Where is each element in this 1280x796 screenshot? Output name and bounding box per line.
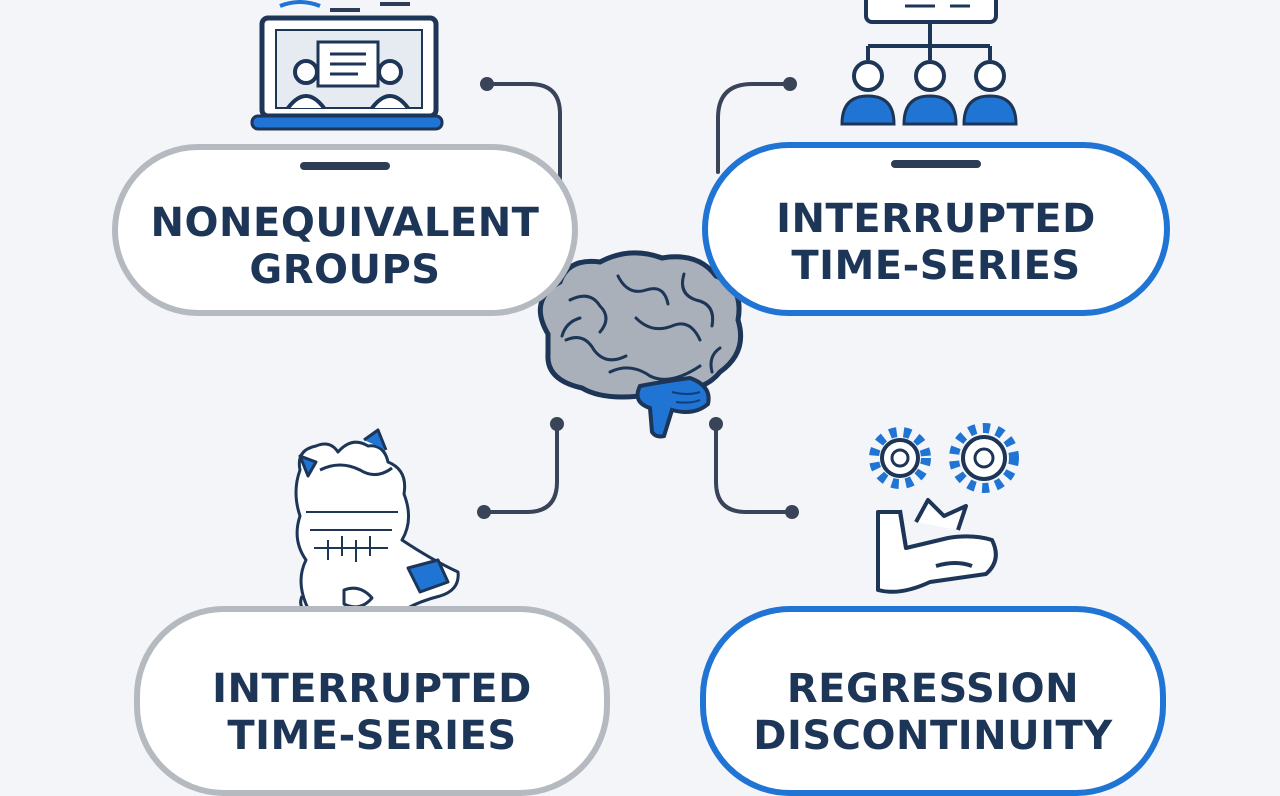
method-card-nonequivalent-groups: NONEQUIVALENT GROUPS — [112, 144, 578, 316]
diagram-canvas — [250, 0, 1019, 637]
method-card-interrupted-time-series: INTERRUPTED TIME-SERIES — [702, 142, 1170, 316]
method-card-interrupted-time-series-2: INTERRUPTED TIME-SERIES — [134, 606, 610, 796]
card-label-line2: GROUPS — [249, 247, 441, 294]
card-label: REGRESSION DISCONTINUITY — [706, 666, 1160, 760]
card-label: NONEQUIVALENT GROUPS — [118, 200, 572, 294]
connector-bottom-left — [482, 422, 559, 514]
method-card-regression-discontinuity: REGRESSION DISCONTINUITY — [700, 606, 1166, 796]
card-label-line1: INTERRUPTED — [776, 196, 1096, 242]
card-label: INTERRUPTED TIME-SERIES — [708, 196, 1164, 290]
card-label: INTERRUPTED TIME-SERIES — [140, 666, 604, 760]
card-label-line2: TIME-SERIES — [227, 713, 517, 760]
card-notch — [300, 162, 390, 170]
org-chart-icon — [840, 0, 1018, 126]
card-label-line1: INTERRUPTED — [212, 666, 532, 712]
laptop-meeting-icon — [250, 0, 444, 131]
card-label-line1: NONEQUIVALENT — [150, 200, 540, 246]
connectors — [482, 82, 794, 514]
sketch-figure-icon — [294, 428, 460, 637]
card-notch — [891, 160, 981, 168]
connector-top-left — [485, 82, 562, 182]
card-label-line2: TIME-SERIES — [791, 243, 1081, 290]
connector-dots — [477, 77, 799, 519]
card-label-line1: REGRESSION — [786, 666, 1080, 712]
connector-top-right — [716, 82, 792, 174]
connector-bottom-right — [714, 422, 794, 514]
card-label-line2: DISCONTINUITY — [753, 713, 1113, 760]
gears-icon — [869, 423, 1019, 624]
brain-icon — [537, 250, 744, 439]
